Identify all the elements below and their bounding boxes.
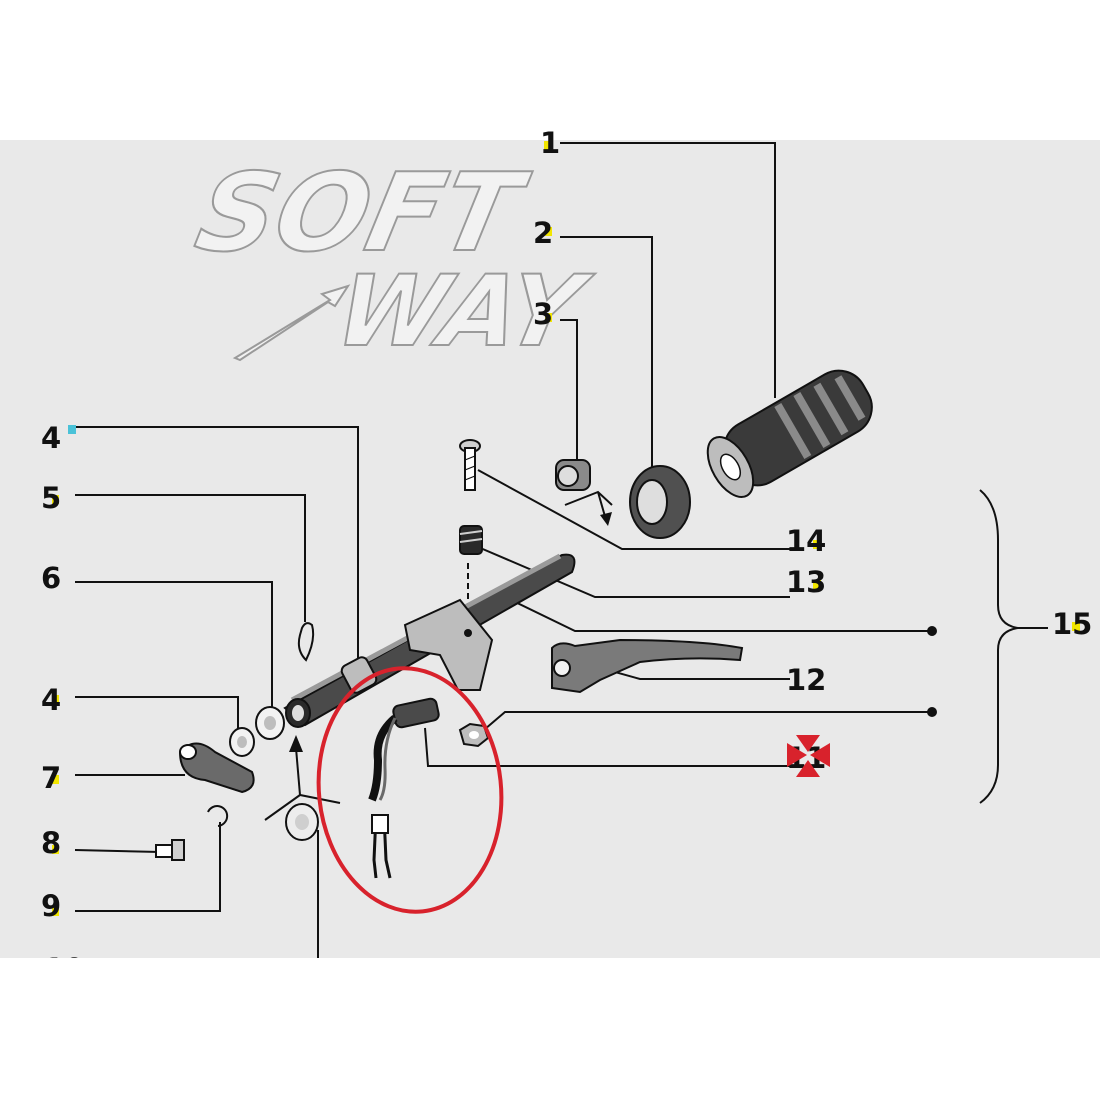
leader-line-9 bbox=[75, 822, 221, 912]
assembly-arrow-lower-shaft bbox=[295, 747, 301, 796]
washer-small bbox=[229, 727, 255, 757]
leader-line-14 bbox=[477, 469, 790, 550]
leader-line-6 bbox=[75, 581, 273, 712]
callout-7: 7 bbox=[41, 761, 61, 795]
leader-line-11 bbox=[424, 727, 790, 767]
leader-line-3 bbox=[560, 319, 578, 468]
leader-line-tube bbox=[504, 596, 932, 632]
marker-4a bbox=[68, 425, 76, 434]
bracket-dot-top bbox=[927, 626, 937, 636]
marker-2 bbox=[545, 227, 552, 236]
grip-ring bbox=[629, 465, 691, 539]
callout-15: 15 bbox=[1052, 607, 1092, 641]
marker-8 bbox=[52, 845, 59, 854]
marker-14 bbox=[813, 540, 821, 549]
screw bbox=[459, 439, 481, 491]
callout-1: 1 bbox=[540, 126, 560, 160]
washer-large bbox=[255, 706, 285, 740]
circlip bbox=[207, 805, 229, 827]
highlight-circle bbox=[316, 666, 504, 914]
callout-14: 14 bbox=[786, 524, 826, 558]
handle-grip bbox=[706, 369, 873, 498]
watermark-text-way: WAY bbox=[327, 255, 600, 369]
watermark-text-soft: SOFT bbox=[186, 150, 537, 276]
group-bracket-15 bbox=[979, 489, 1019, 804]
assembly-arrowhead-lower bbox=[289, 735, 303, 752]
bolt bbox=[155, 839, 185, 861]
callout-13: 13 bbox=[786, 565, 826, 599]
brake-lever bbox=[551, 638, 744, 694]
lever-bracket bbox=[178, 742, 255, 794]
leader-lines bbox=[74, 142, 1048, 958]
callout-4-top: 4 bbox=[41, 421, 61, 455]
marker-9 bbox=[52, 907, 59, 916]
bottom-bushing bbox=[285, 803, 319, 841]
marker-13 bbox=[813, 580, 821, 589]
callout-2: 2 bbox=[533, 216, 553, 250]
callout-6: 6 bbox=[41, 561, 61, 595]
callout-12: 12 bbox=[786, 663, 826, 697]
marker-3 bbox=[545, 313, 552, 322]
selection-marker-11 bbox=[787, 735, 830, 777]
clip bbox=[297, 622, 315, 662]
marker-15 bbox=[1072, 622, 1080, 631]
handlebar-parts bbox=[155, 369, 873, 914]
callout-3: 3 bbox=[533, 297, 553, 331]
assembly-arrowhead-upper bbox=[600, 512, 612, 526]
watermark-logo: SOFT WAY bbox=[185, 149, 601, 370]
marker-1 bbox=[544, 141, 552, 150]
leader-line-13 bbox=[477, 546, 790, 598]
callout-5: 5 bbox=[41, 481, 61, 515]
callout-10: 10 bbox=[44, 952, 84, 986]
yellow-markers bbox=[52, 141, 1080, 916]
watermark-arrow bbox=[232, 284, 351, 362]
callout-8: 8 bbox=[41, 826, 61, 860]
diagram-background bbox=[0, 140, 1100, 958]
marker-4b bbox=[52, 695, 59, 704]
leader-line-4-top bbox=[75, 426, 359, 660]
callout-4-bottom: 4 bbox=[41, 683, 61, 717]
assembly-arrow-upper bbox=[564, 490, 613, 506]
marker-5 bbox=[52, 495, 59, 504]
bushing bbox=[555, 459, 591, 491]
handlebar-tube bbox=[283, 553, 576, 728]
leader-line-nut bbox=[477, 711, 932, 736]
stop-light-switch bbox=[368, 697, 440, 879]
marker-7 bbox=[52, 775, 59, 784]
leader-line-8 bbox=[74, 849, 161, 853]
callout-9: 9 bbox=[41, 889, 61, 923]
bracket-dot-bottom bbox=[927, 707, 937, 717]
spring bbox=[459, 525, 483, 555]
leader-line-4-bottom bbox=[75, 696, 239, 730]
leader-line-1 bbox=[560, 142, 776, 398]
leader-line-5 bbox=[75, 494, 306, 622]
leader-line-2 bbox=[560, 236, 653, 473]
